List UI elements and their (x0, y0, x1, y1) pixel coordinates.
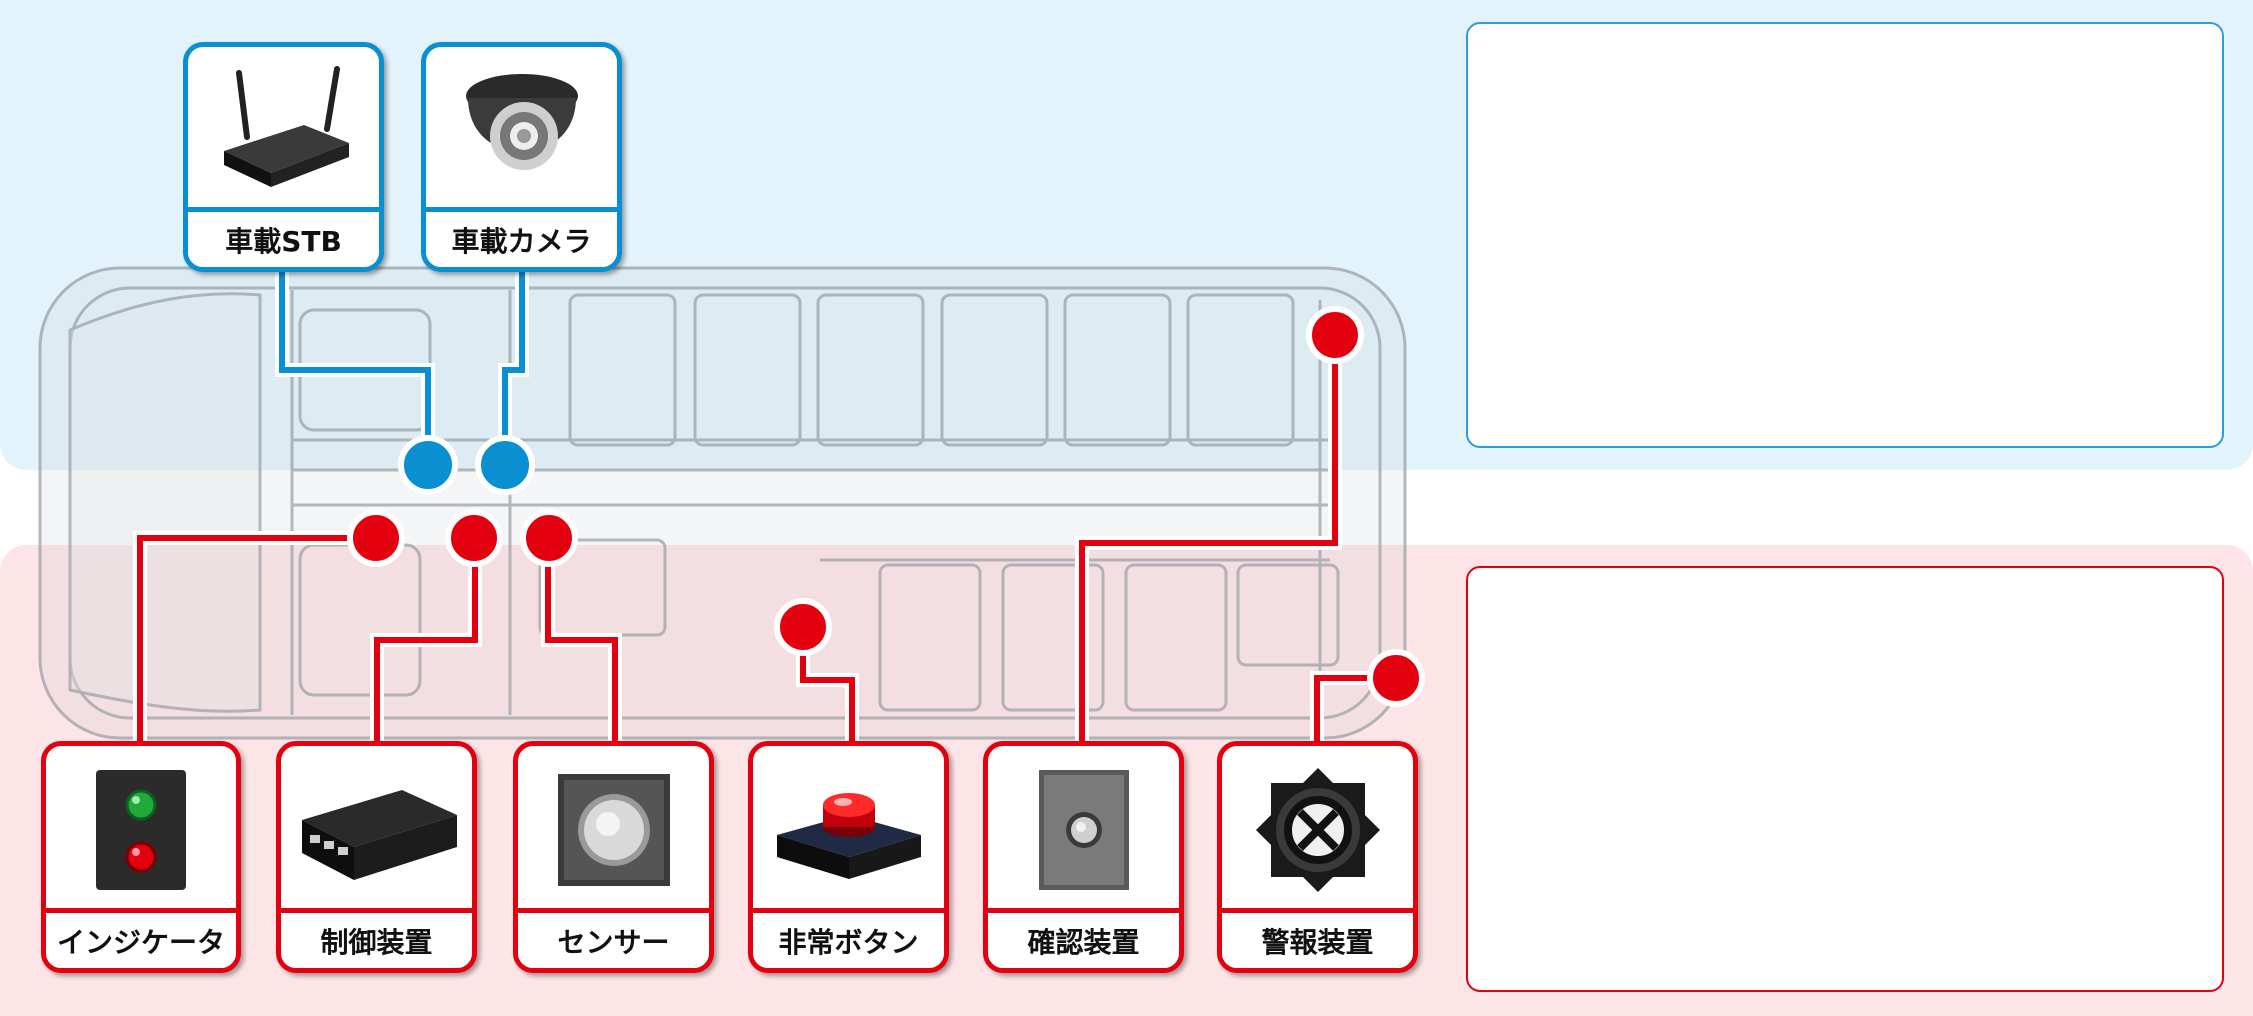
alarm-speaker-icon (1222, 746, 1413, 913)
indicator-lamp-icon (46, 746, 236, 913)
emergency-button-icon (753, 746, 944, 913)
control-box-icon (281, 746, 472, 913)
confirm-device-card: 確認装置 (983, 741, 1184, 973)
bus-outline (38, 266, 1407, 740)
confirm-device-label: 確認装置 (988, 908, 1179, 968)
network-description-panel (1466, 22, 2224, 448)
sensor-label: センサー (518, 908, 709, 968)
emergency-button-card: 非常ボタン (748, 741, 949, 973)
sensor-icon (518, 746, 709, 913)
controller-label: 制御装置 (281, 908, 472, 968)
camera-label: 車載カメラ (426, 207, 617, 267)
controller-card: 制御装置 (276, 741, 477, 973)
alarm-device-label: 警報装置 (1222, 908, 1413, 968)
confirm-switch-icon (988, 746, 1179, 913)
indicator-label: インジケータ (46, 908, 236, 968)
stb-card: 車載STB (183, 42, 384, 272)
camera-card: 車載カメラ (421, 42, 622, 272)
indicator-card: インジケータ (41, 741, 241, 973)
stb-label: 車載STB (188, 207, 379, 267)
dome-camera-icon (426, 47, 617, 212)
device-description-panel (1466, 566, 2224, 992)
alarm-device-card: 警報装置 (1217, 741, 1418, 973)
router-icon (188, 47, 379, 212)
emergency-button-label: 非常ボタン (753, 908, 944, 968)
sensor-card: センサー (513, 741, 714, 973)
